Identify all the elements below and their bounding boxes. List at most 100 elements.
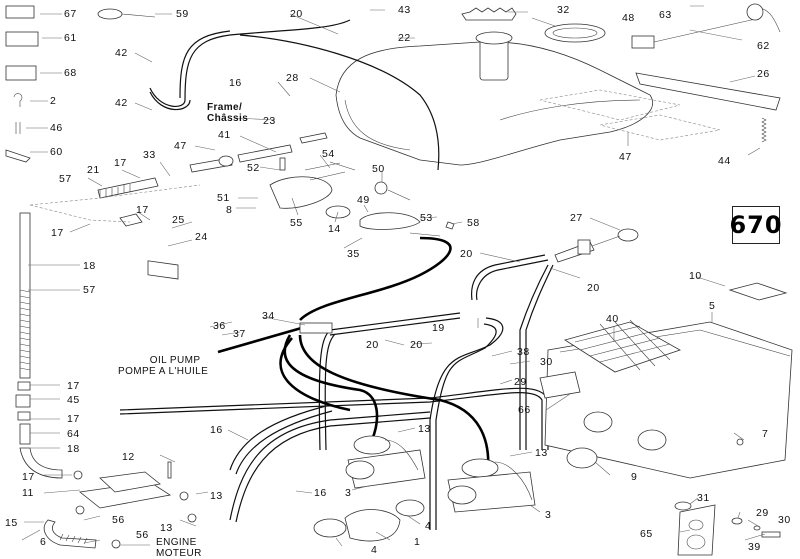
callout-42b: 42 — [115, 98, 128, 109]
carburetor-right — [448, 459, 535, 512]
callout-47b: 47 — [619, 152, 632, 163]
callout-28: 28 — [286, 73, 299, 84]
callout-45: 45 — [67, 395, 80, 406]
callout-31: 31 — [697, 493, 710, 504]
callout-13b: 13 — [535, 448, 548, 459]
callout-18b: 18 — [67, 444, 80, 455]
callout-2: 2 — [50, 96, 56, 107]
callout-58: 58 — [467, 218, 480, 229]
callout-49: 49 — [357, 195, 370, 206]
callout-32: 32 — [557, 5, 570, 16]
callout-36: 36 — [213, 321, 226, 332]
callout-22: 22 — [398, 33, 411, 44]
callout-57b: 57 — [83, 285, 96, 296]
callout-35: 35 — [347, 249, 360, 260]
connector-62 — [632, 36, 654, 48]
engine-note-en: ENGINE — [156, 538, 202, 549]
callout-63: 63 — [659, 10, 672, 21]
callout-41: 41 — [218, 130, 231, 141]
callout-20b: 20 — [460, 249, 473, 260]
callout-46: 46 — [50, 123, 63, 134]
callout-5: 5 — [709, 301, 715, 312]
callout-43: 43 — [398, 5, 411, 16]
callout-59: 59 — [176, 9, 189, 20]
callout-50: 50 — [372, 164, 385, 175]
oil-pump-note-fr: POMPE A L'HUILE — [118, 367, 208, 378]
callout-9: 9 — [631, 472, 637, 483]
callout-33: 33 — [143, 150, 156, 161]
callout-56a: 56 — [112, 515, 125, 526]
callout-64: 64 — [67, 429, 80, 440]
callout-44: 44 — [718, 156, 731, 167]
callout-13c: 13 — [210, 491, 223, 502]
callout-26: 26 — [757, 69, 770, 80]
callout-65: 65 — [640, 529, 653, 540]
callout-17c: 17 — [51, 228, 64, 239]
callout-21: 21 — [87, 165, 100, 176]
callout-17f: 17 — [22, 472, 35, 483]
callout-52: 52 — [247, 163, 260, 174]
callout-3b: 3 — [545, 510, 551, 521]
spring-44 — [762, 118, 766, 142]
callout-4a: 4 — [425, 521, 431, 532]
callout-47a: 47 — [174, 141, 187, 152]
callout-60: 60 — [50, 147, 63, 158]
model-code: 670 — [729, 211, 782, 239]
callout-29b: 29 — [756, 508, 769, 519]
callout-16c: 16 — [314, 488, 327, 499]
callout-61: 61 — [64, 33, 77, 44]
callout-6: 6 — [40, 537, 46, 548]
frame-note: Frame/ Châssis — [207, 103, 248, 124]
air-silencer-box — [540, 320, 792, 478]
callout-3a: 3 — [345, 488, 351, 499]
callout-20e: 20 — [410, 340, 423, 351]
callout-30b: 30 — [778, 515, 791, 526]
cable-tie-59 — [98, 9, 122, 19]
callout-10: 10 — [689, 271, 702, 282]
callout-39: 39 — [748, 542, 761, 553]
callout-19: 19 — [432, 323, 445, 334]
engine-note: ENGINE MOTEUR — [156, 538, 202, 559]
callout-17b: 17 — [136, 205, 149, 216]
callout-16a: 16 — [229, 78, 242, 89]
boot-1 — [345, 510, 400, 541]
callout-53: 53 — [420, 213, 433, 224]
callout-11: 11 — [22, 488, 34, 499]
callout-17e: 17 — [67, 414, 80, 425]
callout-66: 66 — [518, 405, 531, 416]
choke-lever-27 — [555, 229, 638, 262]
primer-tube — [16, 213, 62, 478]
callout-30a: 30 — [540, 357, 553, 368]
model-code-box: 670 — [732, 206, 780, 244]
callout-29a: 29 — [514, 377, 527, 388]
callout-13d: 13 — [160, 523, 173, 534]
callout-4b: 4 — [371, 545, 377, 556]
callout-68: 68 — [64, 68, 77, 79]
callout-16b: 16 — [210, 425, 223, 436]
callout-8: 8 — [226, 205, 232, 216]
callout-37: 37 — [233, 329, 246, 340]
left-small-parts — [6, 6, 38, 162]
clamp-4a — [314, 519, 346, 537]
callout-27: 27 — [570, 213, 583, 224]
callout-54: 54 — [322, 149, 335, 160]
callout-20d: 20 — [366, 340, 379, 351]
frame-note-en: Frame/ — [207, 103, 248, 114]
callout-7: 7 — [762, 429, 768, 440]
callout-48: 48 — [622, 13, 635, 24]
callout-51: 51 — [217, 193, 230, 204]
callout-56b: 56 — [136, 530, 149, 541]
frame-note-fr: Châssis — [207, 114, 248, 125]
oil-pump-note-en: OIL PUMP — [118, 356, 208, 367]
callout-17d: 17 — [67, 381, 80, 392]
callout-1: 1 — [414, 537, 420, 548]
oil-pump-note: OIL PUMP POMPE A L'HUILE — [118, 356, 208, 377]
engine-note-fr: MOTEUR — [156, 549, 202, 559]
callout-20c: 20 — [587, 283, 600, 294]
decal-10 — [730, 283, 786, 300]
callout-55: 55 — [290, 218, 303, 229]
callout-40: 40 — [606, 314, 619, 325]
callout-62: 62 — [757, 41, 770, 52]
callout-14: 14 — [328, 224, 341, 235]
